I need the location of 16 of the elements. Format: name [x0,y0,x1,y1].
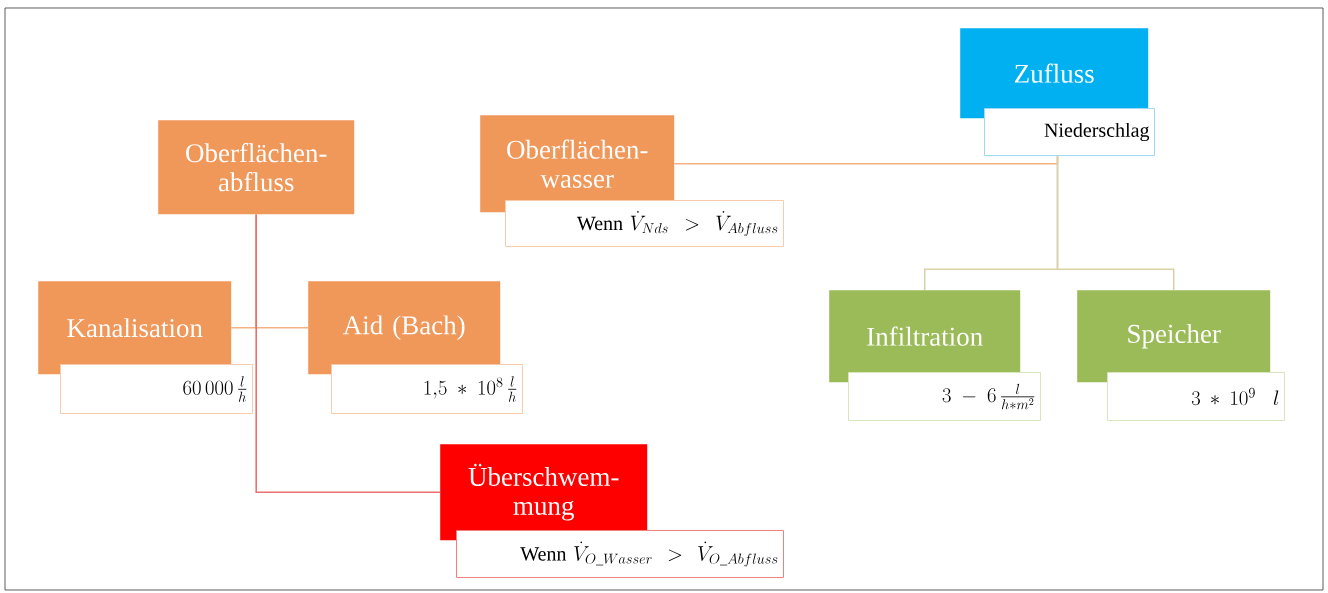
process-box: Infiltration [829,290,1021,383]
value-box: $\text{Wenn } \dot{V}_{Nds} > \dot{V}_{Abfluss}$ [505,200,784,247]
process-box: Speicher [1077,290,1271,383]
process-box: Kanalisation [38,281,232,375]
value-box: $1{,}5 \ast 10^{8}\,\frac{l}{h}$ [331,364,523,414]
process-box: Aid (Bach) [308,281,501,375]
process-box: Überschwem- mung [440,444,648,541]
value-box: Niederschlag [984,108,1155,156]
value-box: $60\,000\,\frac{l}{h}$ [60,364,253,414]
process-box: Zufluss [960,28,1149,119]
process-box: Oberflächen- abfluss [158,120,355,215]
connector-line [1056,155,1175,291]
value-box: $3 - 6\,\frac{l}{h \ast m^{2}}$ [848,372,1041,421]
connector-line [255,213,441,493]
value-box: $3 \ast 10^{9}\; l$ [1107,372,1285,421]
value-box: $\text{Wenn } \dot{V}_{O\_Wasser} > \dot{V}_{O\_Abfluss}$ [456,530,784,578]
